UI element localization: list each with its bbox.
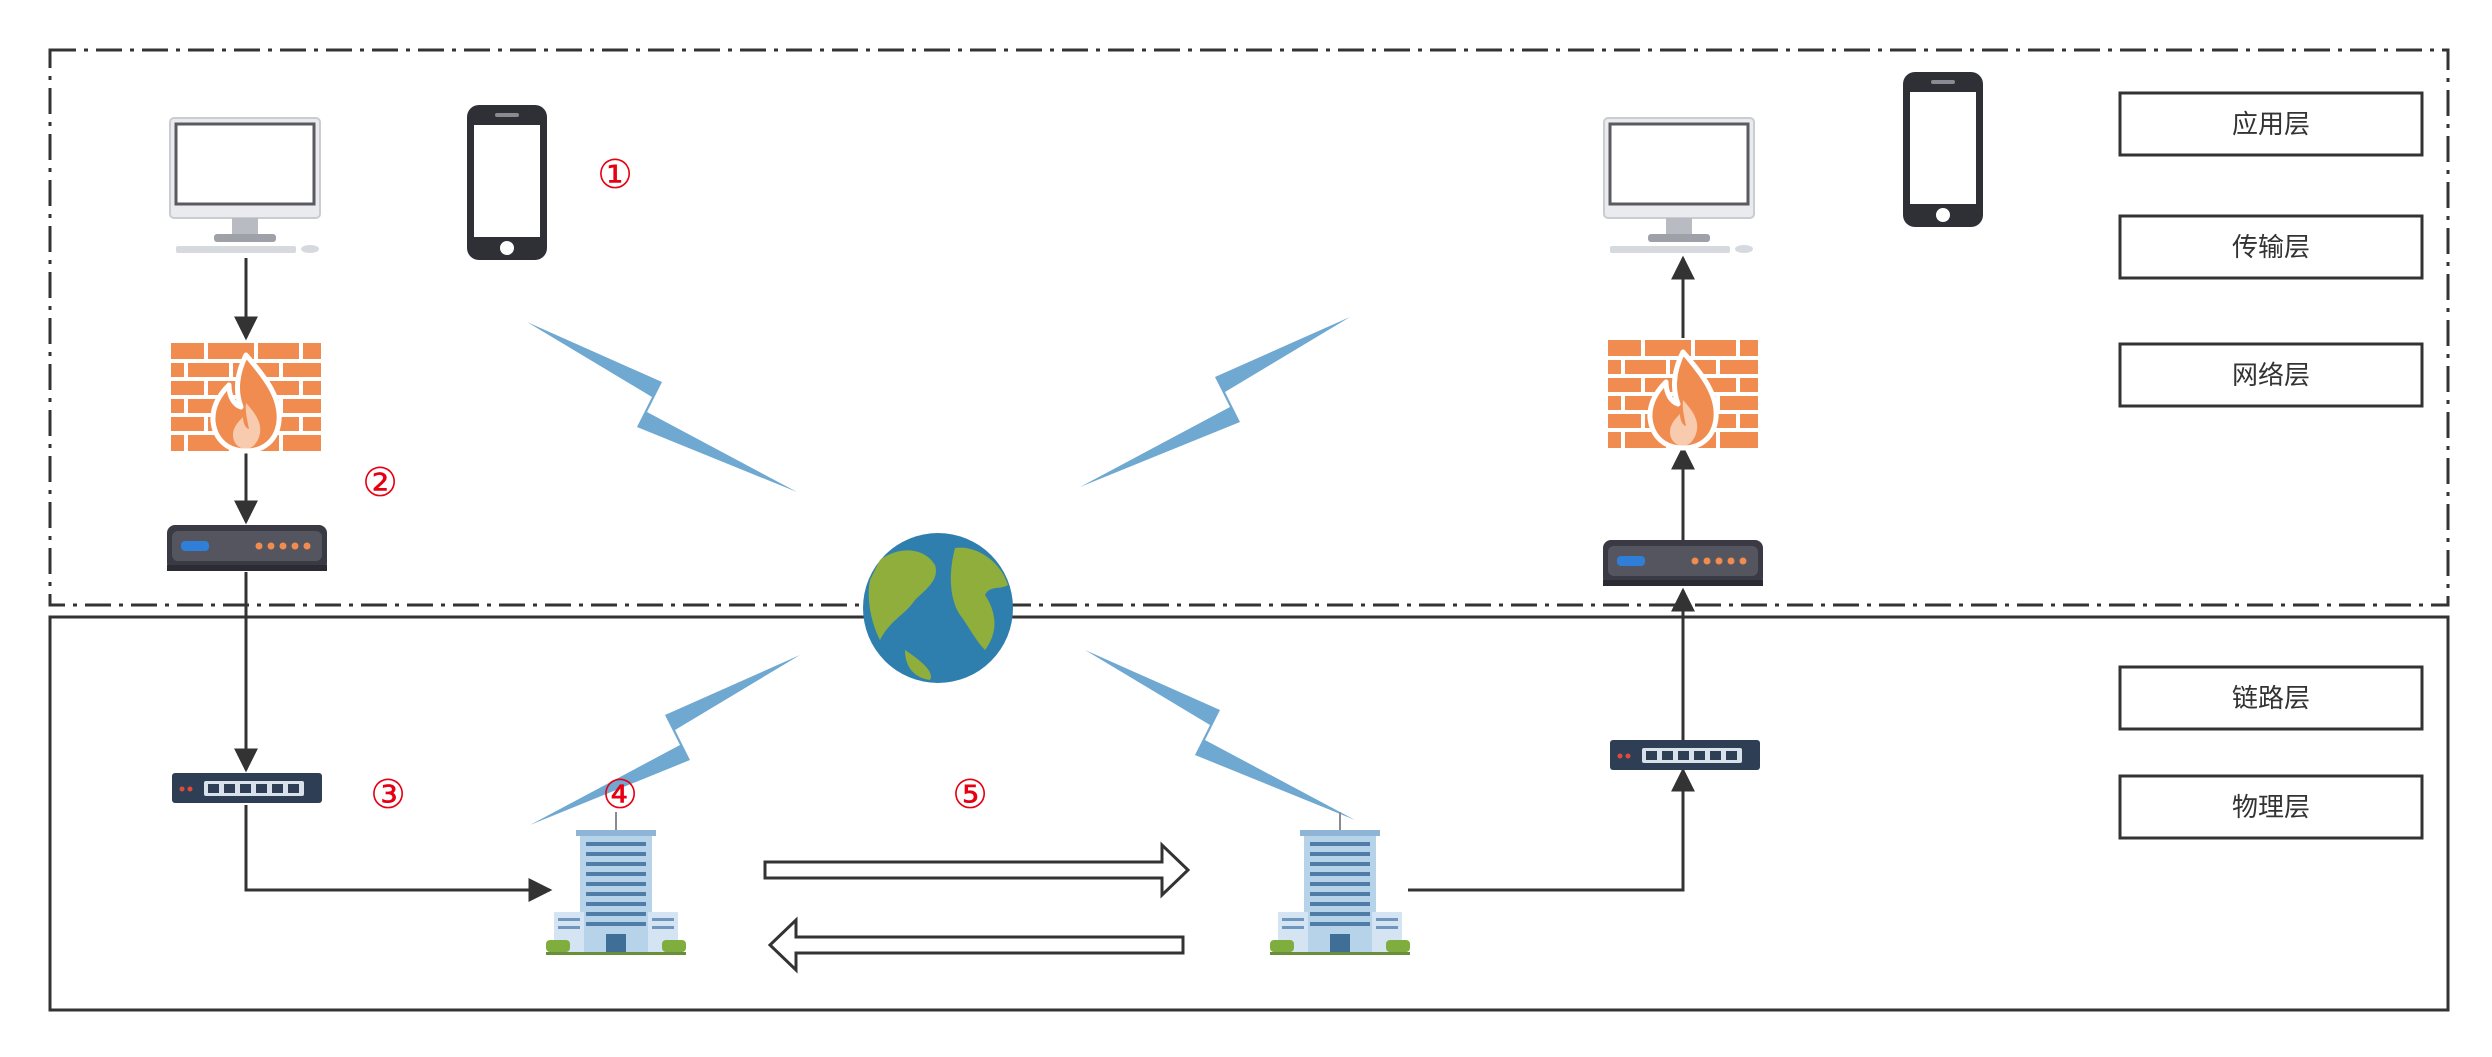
desktop-computer-icon <box>168 116 322 255</box>
smartphone-icon <box>1903 72 1983 227</box>
hollow-arrow-left <box>767 916 1185 974</box>
firewall-icon <box>171 343 321 451</box>
marker-1: ① <box>597 152 633 198</box>
layer-box-physical <box>2118 774 2424 840</box>
lightning-bolt-icon <box>530 655 800 825</box>
layer-legend: 应用层 传输层 网络层 链路层 物理层 <box>2118 91 2424 840</box>
smartphone-icon <box>467 105 547 260</box>
marker-5: ⑤ <box>952 772 988 818</box>
hollow-arrow-right <box>763 841 1191 899</box>
layer-box-application <box>2118 91 2424 157</box>
network-switch-icon <box>172 773 322 803</box>
layer-box-link <box>2118 665 2424 731</box>
marker-4: ④ <box>602 772 638 818</box>
layer-box-transport <box>2118 214 2424 280</box>
router-icon <box>167 525 327 571</box>
arrow-building-to-switch <box>1408 767 1695 892</box>
marker-2: ② <box>362 460 398 506</box>
layer-label-link: 链路层 <box>2232 684 2310 714</box>
globe-icon <box>863 533 1013 683</box>
network-switch-icon <box>1610 740 1760 770</box>
lightning-bolt-icon <box>1085 650 1355 820</box>
layer-label-physical: 物理层 <box>2232 793 2310 823</box>
arrow-switch-to-building <box>244 805 553 902</box>
connection-lines <box>234 255 1695 902</box>
upper-layers-frame <box>48 48 2450 607</box>
lightning-bolt-icon <box>1080 317 1350 487</box>
layer-label-transport: 传输层 <box>2232 233 2310 263</box>
layer-label-application: 应用层 <box>2232 110 2310 140</box>
lower-layers-frame <box>48 615 2450 1012</box>
lightning-bolt-icon <box>527 322 797 492</box>
firewall-icon <box>1608 340 1758 448</box>
office-building-icon <box>545 811 687 956</box>
marker-3: ③ <box>370 772 406 818</box>
layer-label-network: 网络层 <box>2232 361 2310 391</box>
office-building-icon <box>1269 811 1411 956</box>
router-icon <box>1603 540 1763 586</box>
desktop-computer-icon <box>1602 116 1756 255</box>
layer-box-network <box>2118 342 2424 408</box>
